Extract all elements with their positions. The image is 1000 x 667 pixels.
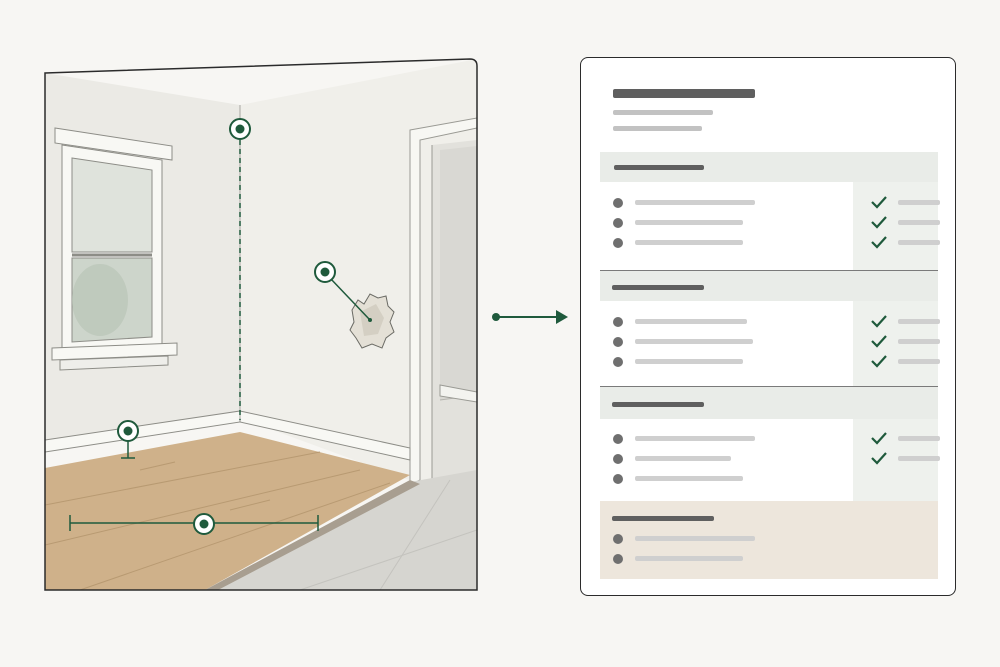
item-text-placeholder xyxy=(635,339,753,344)
bullet-dot-icon xyxy=(613,434,623,444)
section-body xyxy=(600,419,940,501)
bullet-dot-icon xyxy=(613,554,623,564)
checklist-report-card xyxy=(580,57,956,596)
bullet-dot-icon xyxy=(613,474,623,484)
threshold xyxy=(205,480,420,590)
status-column xyxy=(853,182,938,270)
status-text-placeholder xyxy=(898,240,940,245)
section-body xyxy=(600,301,940,386)
wood-floor xyxy=(45,432,410,590)
check-icon xyxy=(871,315,887,328)
room-frame xyxy=(44,58,478,591)
summary-section xyxy=(600,501,938,579)
section-header xyxy=(600,152,938,182)
section-title-placeholder xyxy=(612,285,704,290)
bullet-dot-icon xyxy=(613,218,623,228)
check-icon xyxy=(871,216,887,229)
bullet-dot-icon xyxy=(613,198,623,208)
item-text-placeholder xyxy=(635,359,743,364)
report-subtitle-placeholder xyxy=(613,126,702,131)
location-ring-icon[interactable] xyxy=(229,118,251,140)
item-text-placeholder xyxy=(635,200,755,205)
bullet-dot-icon xyxy=(613,337,623,347)
status-text-placeholder xyxy=(898,319,940,324)
location-ring-icon[interactable] xyxy=(314,261,336,283)
hole-leader-line xyxy=(329,277,371,321)
status-text-placeholder xyxy=(898,436,940,441)
section-header xyxy=(600,387,938,419)
status-text-placeholder xyxy=(898,200,940,205)
item-text-placeholder xyxy=(635,476,743,481)
check-icon xyxy=(871,236,887,249)
location-ring-icon[interactable] xyxy=(193,513,215,535)
location-ring-icon[interactable] xyxy=(117,420,139,442)
section-title-placeholder xyxy=(612,516,714,521)
section-title-placeholder xyxy=(614,165,704,170)
arrow-right-icon xyxy=(492,310,568,324)
check-icon xyxy=(871,355,887,368)
right-baseboard xyxy=(239,410,411,461)
status-text-placeholder xyxy=(898,359,940,364)
status-text-placeholder xyxy=(898,339,940,344)
report-title-placeholder xyxy=(613,89,755,98)
check-icon xyxy=(871,432,887,445)
item-text-placeholder xyxy=(635,436,755,441)
bullet-dot-icon xyxy=(613,534,623,544)
bullet-dot-icon xyxy=(613,317,623,327)
section-divider xyxy=(600,386,938,387)
section-title-placeholder xyxy=(612,402,704,407)
check-icon xyxy=(871,452,887,465)
status-text-placeholder xyxy=(898,220,940,225)
section-divider xyxy=(600,270,938,271)
bullet-dot-icon xyxy=(613,454,623,464)
item-text-placeholder xyxy=(635,240,743,245)
bullet-dot-icon xyxy=(613,357,623,367)
section-header xyxy=(600,271,938,301)
report-subtitle-placeholder xyxy=(613,110,713,115)
window xyxy=(51,127,178,371)
item-text-placeholder xyxy=(635,556,743,561)
item-text-placeholder xyxy=(635,456,731,461)
section-body xyxy=(600,182,940,270)
item-text-placeholder xyxy=(635,319,747,324)
check-icon xyxy=(871,196,887,209)
item-text-placeholder xyxy=(635,536,755,541)
status-text-placeholder xyxy=(898,456,940,461)
check-icon xyxy=(871,335,887,348)
item-text-placeholder xyxy=(635,220,743,225)
bullet-dot-icon xyxy=(613,238,623,248)
